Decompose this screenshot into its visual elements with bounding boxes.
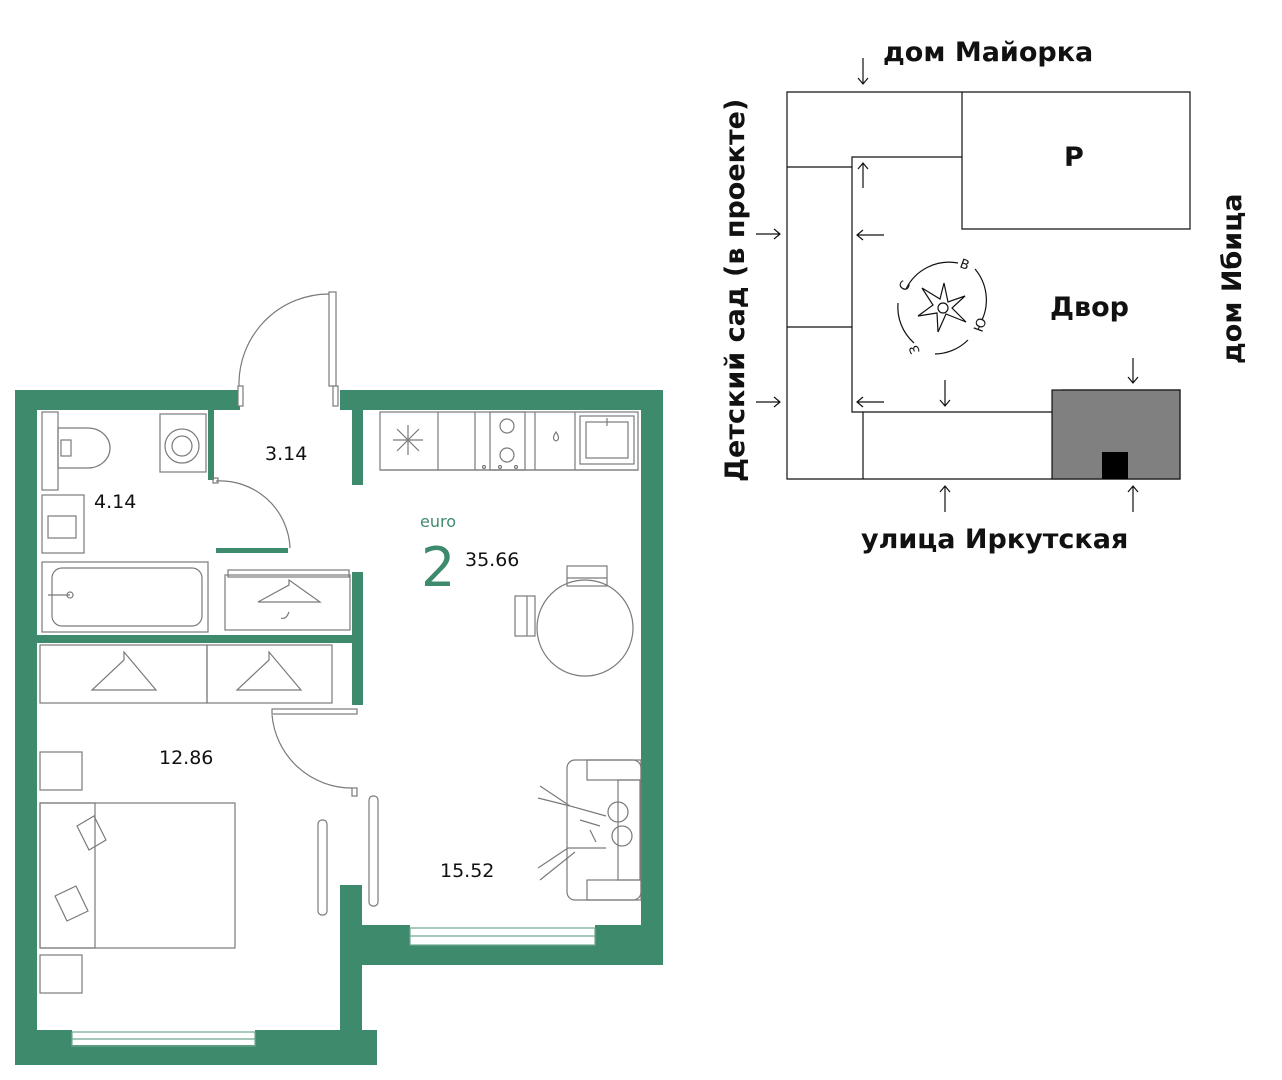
bathroom-fixtures xyxy=(41,411,209,633)
living-area-label: 15.52 xyxy=(440,860,494,882)
entrance-marker xyxy=(1102,452,1128,479)
east-neighbor-label: дом Ибица xyxy=(1217,194,1248,364)
outer-walls xyxy=(15,390,663,1065)
wardrobes xyxy=(39,569,351,704)
west-neighbor-label: Детский сад (в проекте) xyxy=(720,99,751,482)
compass-rose xyxy=(897,261,987,355)
apartment-class-label: euro xyxy=(420,512,456,531)
floor-plan: 3.14 4.14 12.86 15.52 35.66 euro 2 xyxy=(15,291,663,1065)
access-arrows xyxy=(756,58,1139,512)
apartment-type-number: 2 xyxy=(421,536,455,599)
interior-walls xyxy=(37,410,363,705)
kitchen xyxy=(379,411,639,471)
yard-label: Двор xyxy=(1050,292,1129,323)
compass-south-label: Ю xyxy=(972,316,991,334)
compass-east-label: В xyxy=(958,257,972,274)
bedroom-area-label: 12.86 xyxy=(159,747,213,769)
compass-west-label: З xyxy=(907,343,924,356)
street-label: улица Иркутская xyxy=(861,524,1128,555)
site-plan-labels: дом Майорка улица Иркутская P Двор Детск… xyxy=(720,37,1248,555)
windows xyxy=(71,927,596,1047)
interior-doors xyxy=(212,477,358,797)
dining-table xyxy=(514,565,634,677)
parking-label: P xyxy=(1064,142,1084,173)
hall-area-label: 3.14 xyxy=(265,443,307,465)
bathroom-area-label: 4.14 xyxy=(94,491,136,513)
site-plan xyxy=(756,58,1191,512)
total-area-label: 35.66 xyxy=(465,549,519,571)
entrance-door xyxy=(237,291,339,407)
bed xyxy=(39,751,379,994)
north-neighbor-label: дом Майорка xyxy=(883,37,1093,68)
sofa xyxy=(537,759,642,901)
